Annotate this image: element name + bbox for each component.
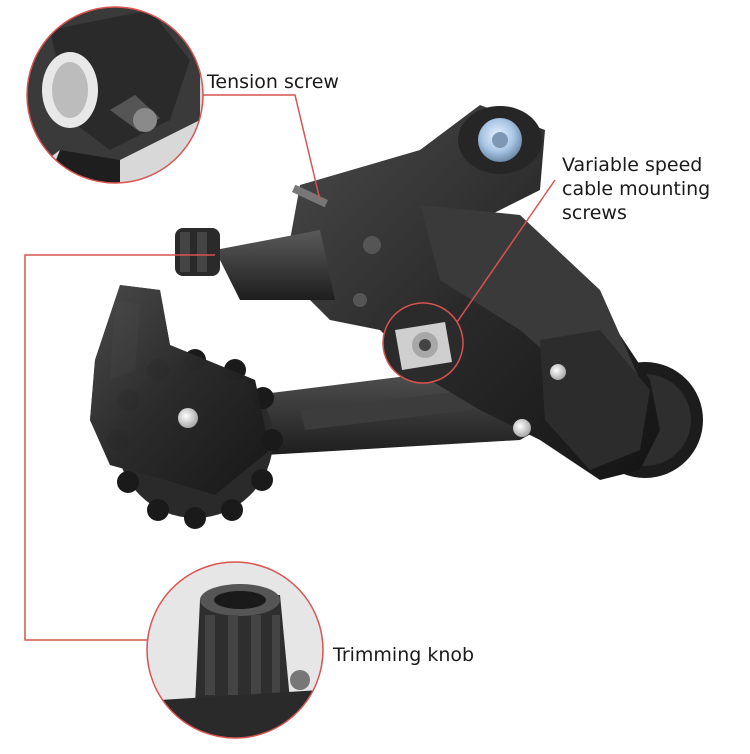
callout-lines: [24, 94, 556, 641]
cable-mounting-screws-label: Variable speed cable mounting screws: [562, 154, 711, 224]
trimming-knob-label: Trimming knob: [333, 644, 475, 666]
derailleur-body: [90, 105, 703, 529]
cable-screw-zoom: [382, 302, 464, 384]
tension-screw-label: Tension screw: [207, 71, 339, 93]
trimming-knob-zoom: [146, 561, 324, 739]
tension-screw-zoom: [26, 6, 204, 184]
